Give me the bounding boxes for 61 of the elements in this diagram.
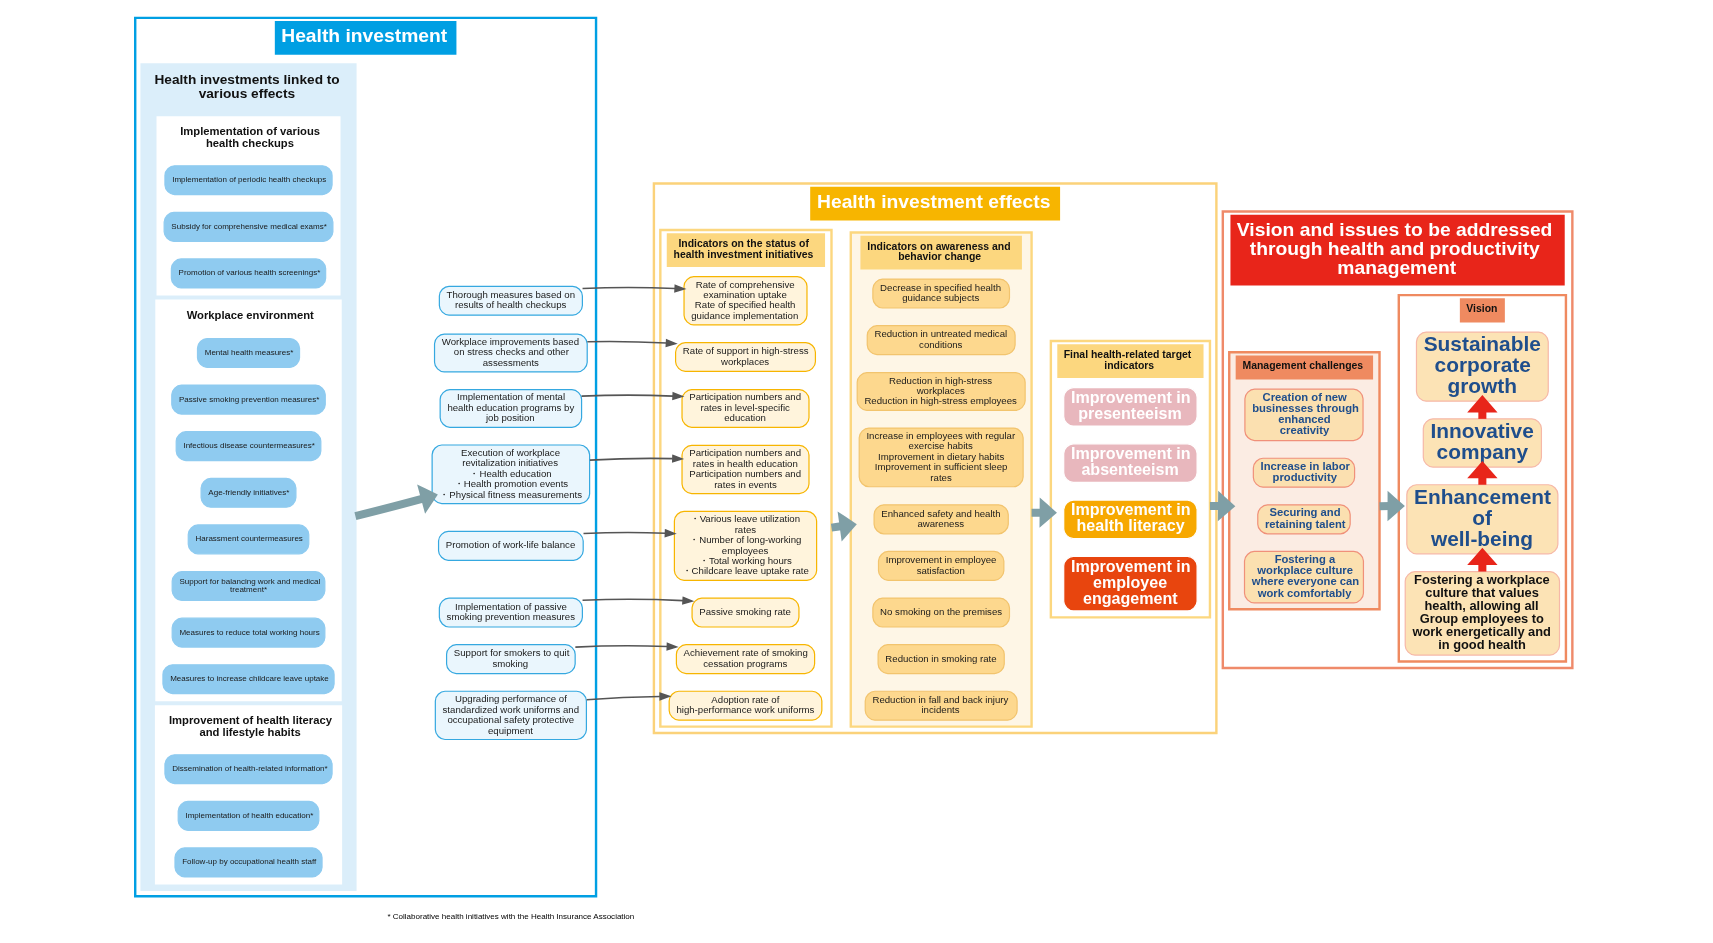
node-box: No smoking on the premises xyxy=(871,597,1010,628)
node-box: Implementation of mental health education programs by job position xyxy=(439,388,582,428)
node-box: Reduction in smoking rate xyxy=(877,644,1005,675)
node-box: Sustainable corporate growth xyxy=(1415,331,1549,402)
node-box: Promotion of work-life balance xyxy=(437,530,584,561)
node-box: Improvement in presenteeism xyxy=(1062,386,1198,427)
node-box: Innovative company xyxy=(1422,418,1542,468)
node-box: Decrease in specified health guidance subjects xyxy=(871,278,1010,309)
arrow xyxy=(586,338,678,348)
arrow xyxy=(588,454,684,463)
node-box: Support for smokers to quit smoking xyxy=(445,644,576,675)
node-box: Fostering a workplace culture where everyone can work comfortably xyxy=(1243,550,1364,604)
node-box: Fostering a workplace culture that values health, allowing all Group employees to work energetically and in good health xyxy=(1404,570,1560,656)
node-box: Subsidy for comprehensive medical exams* xyxy=(163,211,333,242)
node-box: Passive smoking rate xyxy=(690,597,800,628)
arrow xyxy=(580,391,684,401)
node-box: Enhancement of well-being xyxy=(1405,484,1558,555)
node-box: Measures to increase childcare leave uptake xyxy=(161,664,335,695)
node-box: Follow-up by occupational health staff xyxy=(173,847,323,878)
node-box: Participation numbers and rates in level-specific education xyxy=(680,388,810,428)
node-box: Enhanced safety and health awareness xyxy=(872,504,1009,535)
node-box: Adoption rate of high-performance work uniforms xyxy=(668,690,822,721)
node-box: Support for balancing work and medical treatment* xyxy=(171,570,325,602)
node-box: Execution of workplace revitalization initiatives ・Health education ・Health promotion events ・Physical fitness measurements xyxy=(431,444,590,505)
arrow xyxy=(581,596,694,605)
node-box: Increase in labor productivity xyxy=(1252,457,1355,488)
node-box: Harassment countermeasures xyxy=(187,524,309,555)
node-box: Improvement in absenteeism xyxy=(1062,443,1198,483)
node-box: Rate of support in high-stress workplaces xyxy=(674,341,816,373)
node-box: Dissemination of health-related information* xyxy=(163,754,333,785)
node-box: Reduction in untreated medical conditions xyxy=(866,325,1016,356)
node-box: Passive smoking prevention measures* xyxy=(170,384,326,415)
node-box: Securing and retaining talent xyxy=(1256,504,1351,535)
node-box: Age-friendly initiatives* xyxy=(200,477,297,508)
node-box: Workplace improvements based on stress checks and other assessments xyxy=(433,333,588,373)
node-box: Implementation of periodic health checkups xyxy=(163,165,333,196)
node-box: Creation of new businesses through enhanced creativity xyxy=(1243,388,1364,442)
node-box: Improvement in employee engagement xyxy=(1062,555,1198,612)
node-box: Participation numbers and rates in health education Participation numbers and rates in events xyxy=(680,444,810,495)
node-box: Improvement in employee satisfaction xyxy=(877,550,1004,581)
node-box: Thorough measures based on results of health checkups xyxy=(438,285,583,316)
arrow xyxy=(581,284,686,293)
arrow xyxy=(585,692,671,701)
node-box: ・Various leave utilization rates ・Number of long-working employees ・Total working hours ・Childcare leave uptake rate xyxy=(673,510,817,581)
node-box: Mental health measures* xyxy=(196,337,300,369)
node-box: Rate of comprehensive examination uptake Rate of specified health guidance implementation xyxy=(682,276,808,326)
node-box: Reduction in fall and back injury incidents xyxy=(864,690,1018,721)
node-box: Measures to reduce total working hours xyxy=(171,617,325,648)
node-box: Improvement in health literacy xyxy=(1062,499,1198,540)
node-box: Implementation of health education* xyxy=(177,800,319,831)
arrow xyxy=(582,528,677,538)
node-box: Achievement rate of smoking cessation programs xyxy=(675,644,815,675)
node-box: Upgrading performance of standardized work uniforms and occupational safety protective equipment xyxy=(434,690,587,741)
node-box: Promotion of various health screenings* xyxy=(170,258,326,289)
node-box: Reduction in high-stress workplaces Reduction in high-stress employees xyxy=(856,372,1026,412)
node-box: Implementation of passive smoking prevention measures xyxy=(438,597,583,628)
label: * Collaborative health initiatives with the Health Insurance Association xyxy=(386,912,634,922)
node-box: Increase in employees with regular exercise habits Improvement in dietary habits Improvement in sufficient sleep rates xyxy=(858,427,1024,488)
arrow xyxy=(353,484,438,520)
node-box: Infectious disease countermeasures* xyxy=(175,431,321,462)
arrow xyxy=(574,642,679,651)
